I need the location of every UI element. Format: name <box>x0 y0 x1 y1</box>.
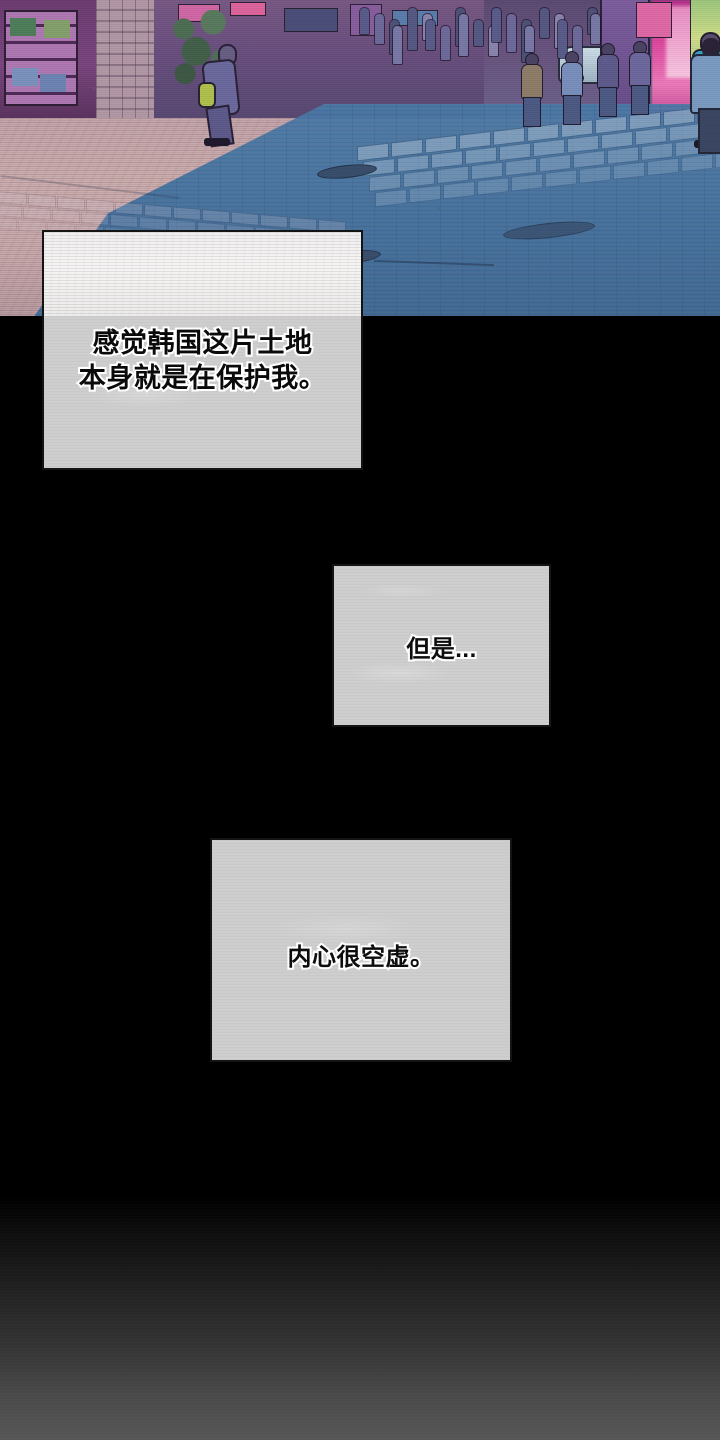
pedestrian <box>596 44 620 124</box>
panel-1-photo-strip <box>44 232 361 316</box>
figure-legs <box>600 88 616 116</box>
crowd-figure <box>525 26 534 52</box>
panel-smudge <box>272 914 422 944</box>
figure-legs <box>632 86 648 114</box>
figure-head <box>602 44 614 56</box>
pedestrian <box>628 42 652 122</box>
panel-smudge <box>344 662 454 684</box>
scene-transition-gradient <box>0 1198 720 1440</box>
dialogue-panel-2: 但是... <box>332 564 551 727</box>
crowd-figure <box>492 8 501 42</box>
art-figures-layer <box>0 0 720 316</box>
figure-head <box>634 42 646 54</box>
crowd-figure <box>393 26 402 64</box>
figure-legs <box>524 98 540 126</box>
neon-sign <box>636 2 672 38</box>
distant-crowd <box>360 8 620 72</box>
crowd-figure <box>540 8 549 38</box>
crowd-figure <box>558 20 567 58</box>
figure-body <box>562 63 582 97</box>
dialogue-text-3: 内心很空虚。 <box>286 942 437 973</box>
pedestrian <box>560 52 584 128</box>
dialogue-text-2: 但是... <box>404 634 478 665</box>
figure-shoes <box>204 138 230 146</box>
figure-head <box>526 54 538 66</box>
figure-head <box>220 46 235 64</box>
pedestrian <box>520 54 544 126</box>
panel-smudge <box>358 584 448 598</box>
crowd-figure <box>507 14 516 52</box>
figure-legs <box>564 96 580 124</box>
figure-jacket <box>692 56 720 112</box>
crowd-figure <box>459 14 468 56</box>
leaning-pedestrian <box>196 46 242 146</box>
figure-head <box>702 38 720 58</box>
figure-head <box>566 52 578 64</box>
dialogue-panel-3: 内心很空虚。 <box>210 838 512 1062</box>
crowd-figure <box>408 8 417 50</box>
crowd-figure <box>441 26 450 60</box>
figure-legs <box>700 110 720 152</box>
left-shop-facade <box>0 0 98 118</box>
dialogue-text-1: 感觉韩国这片土地 本身就是在保护我。 <box>77 326 328 395</box>
dialogue-panel-1: 感觉韩国这片土地 本身就是在保护我。 <box>42 230 363 470</box>
crowd-figure <box>426 20 435 50</box>
crowd-figure <box>591 14 600 44</box>
figure-body <box>630 53 650 87</box>
crowd-figure <box>573 26 582 68</box>
figure-bag <box>200 84 214 106</box>
figure-body <box>522 65 542 99</box>
crowd-figure <box>375 14 384 44</box>
crowd-figure <box>360 8 369 34</box>
standing-man-blue-jacket <box>688 38 720 158</box>
figure-body <box>598 55 618 89</box>
crowd-figure <box>474 20 483 46</box>
shop-sign <box>284 8 338 32</box>
